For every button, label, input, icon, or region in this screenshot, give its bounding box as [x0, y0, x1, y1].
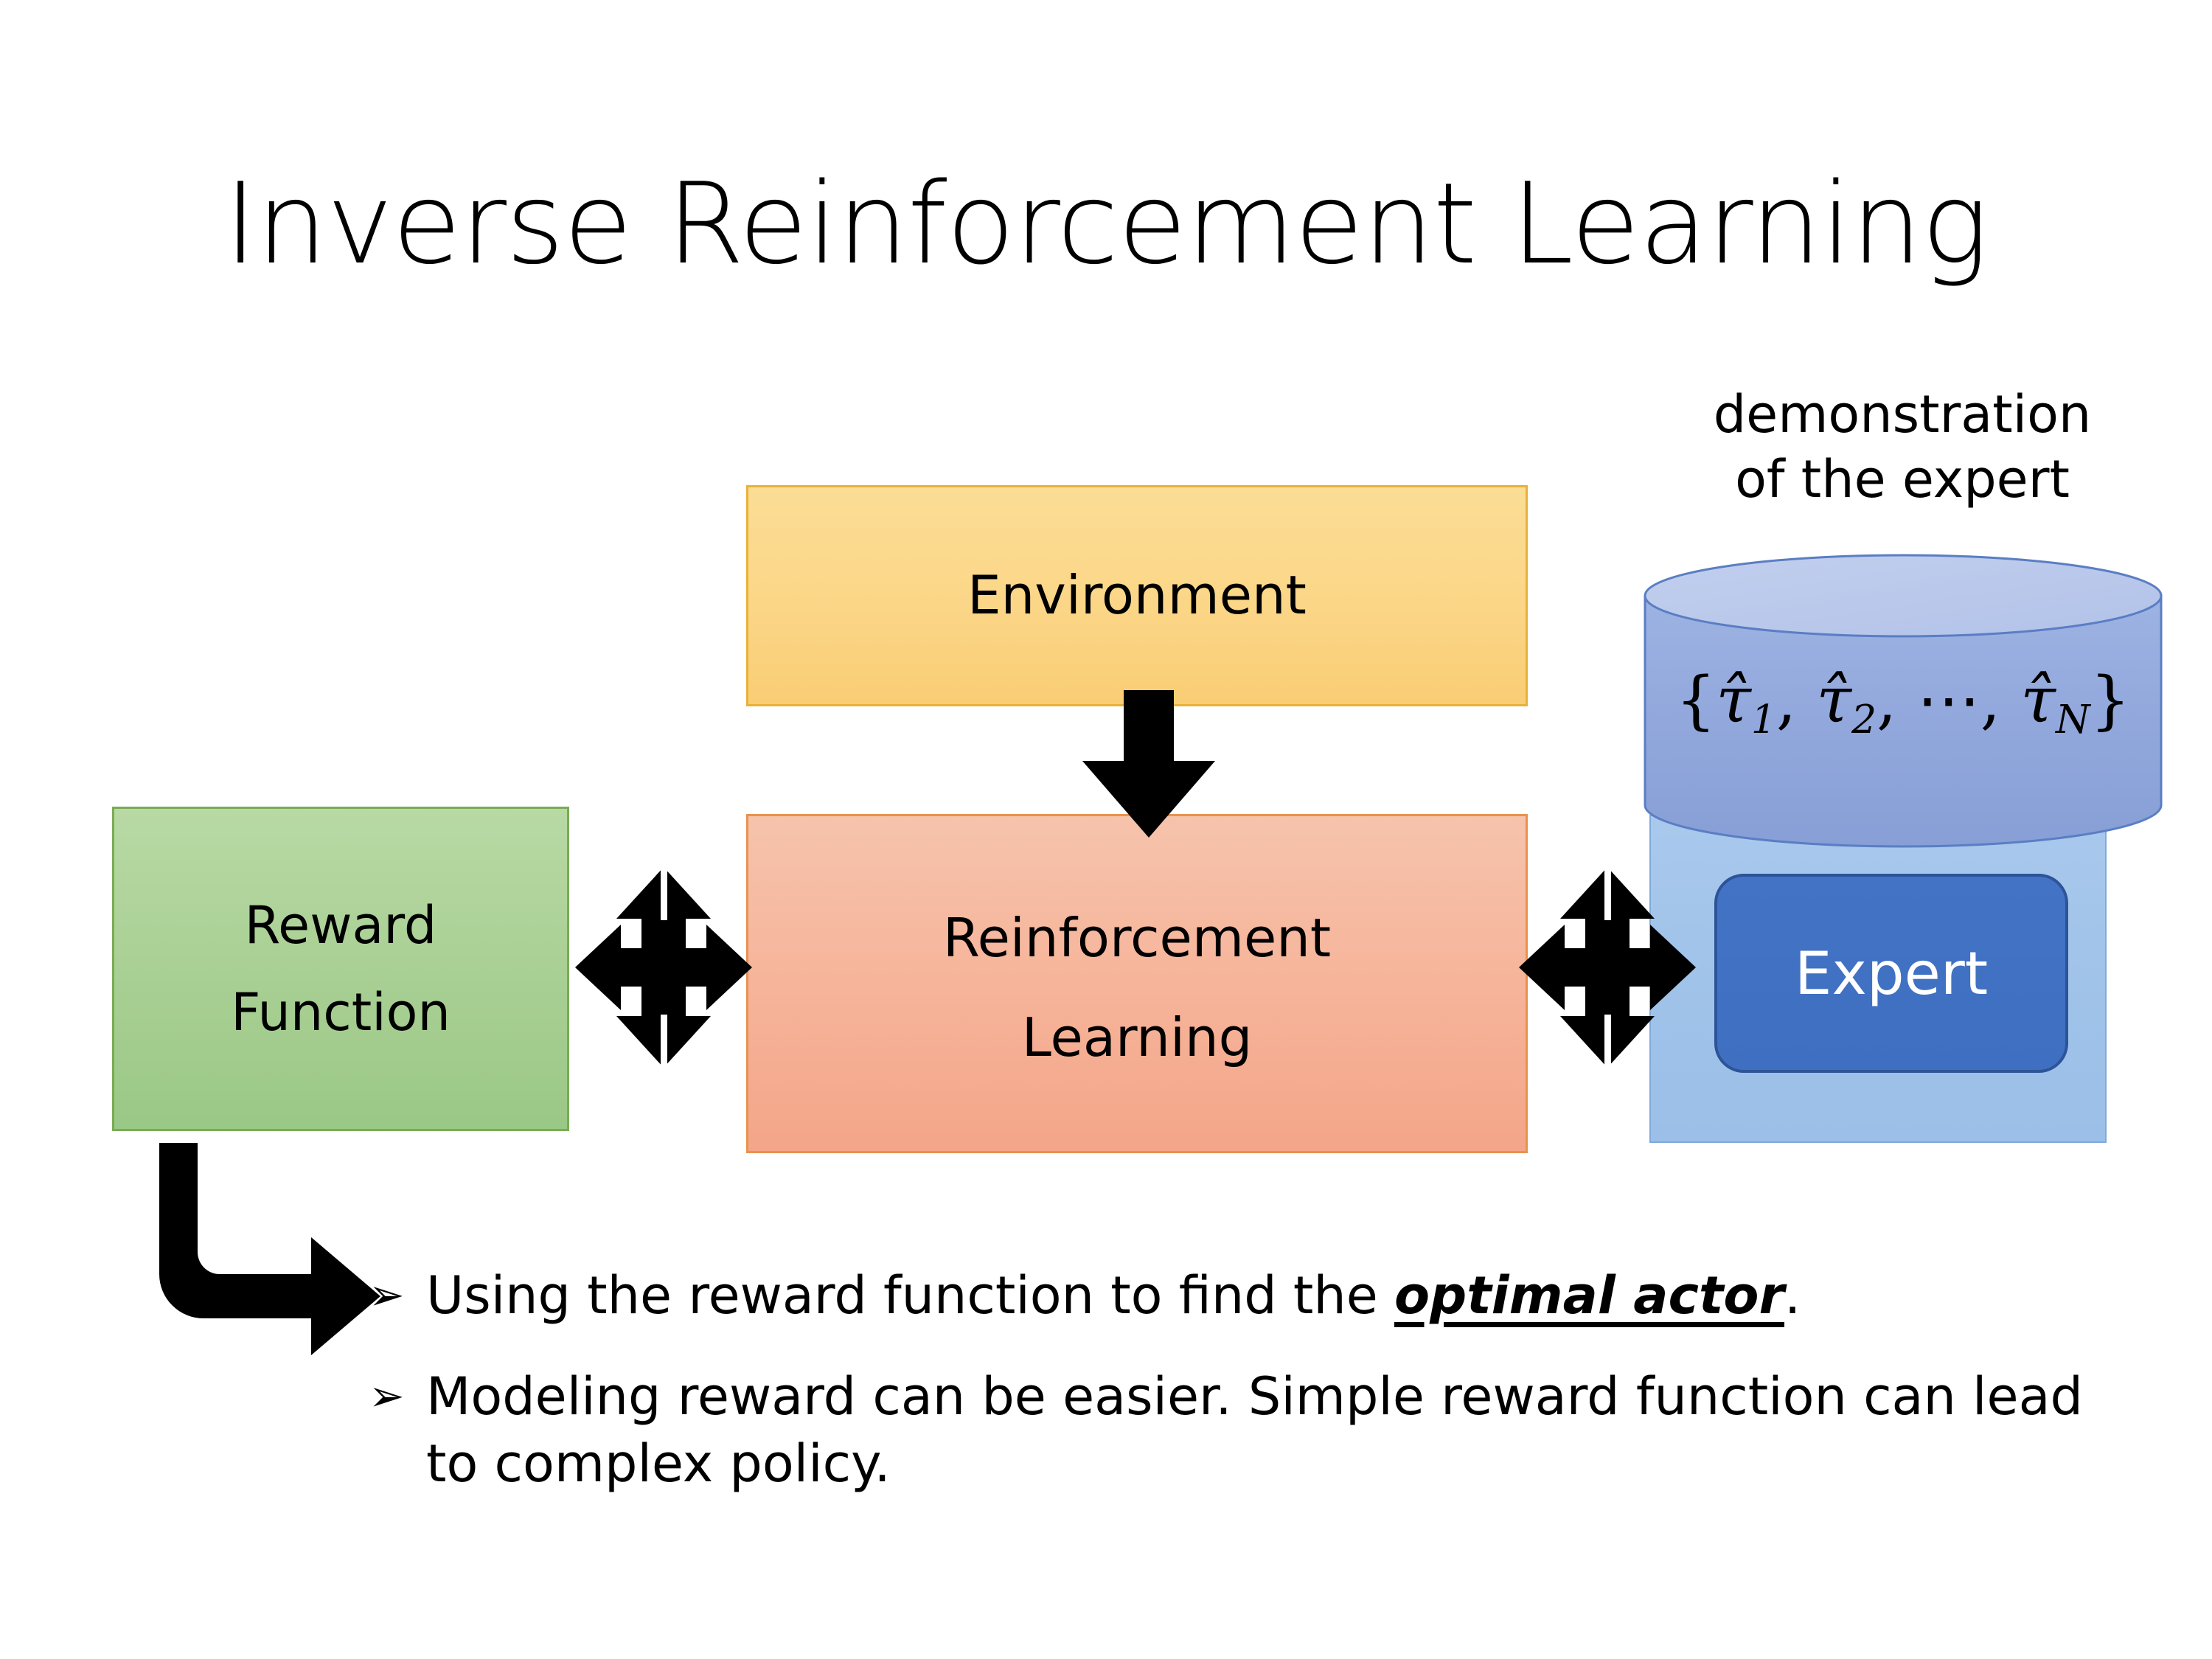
reward-function-label-line1: Reward: [244, 894, 437, 956]
reward-function-node[interactable]: Reward Function: [112, 807, 569, 1131]
demonstration-caption-line1: demonstration: [1713, 384, 2092, 445]
double-arrow-horizontal-icon: [575, 857, 752, 1078]
formula-tau-2: τ̂2: [1816, 664, 1877, 742]
environment-node[interactable]: Environment: [746, 485, 1528, 706]
page-title: Inverse Reinforcement Learning: [223, 159, 1989, 289]
expert-label: Expert: [1794, 939, 1989, 1008]
formula-comma-2: ,: [1877, 664, 1917, 737]
list-item: ➢ Using the reward function to find the …: [369, 1262, 2087, 1329]
bullet-text: Using the reward function to find the op…: [426, 1262, 2087, 1329]
formula-open-brace: {: [1675, 664, 1717, 737]
trajectory-set-formula: {τ̂1, τ̂2, ⋯, τ̂N}: [1643, 664, 2163, 742]
bullet-text-before: Modeling reward can be easier. Simple re…: [426, 1366, 2083, 1494]
bullet-text: Modeling reward can be easier. Simple re…: [426, 1363, 2087, 1498]
formula-comma-1: ,: [1775, 664, 1817, 737]
bullet-text-after: .: [1784, 1265, 1801, 1326]
arrow-down-icon: [1082, 690, 1215, 838]
formula-tau-1: τ̂1: [1716, 664, 1776, 742]
formula-close-brace: }: [2090, 664, 2131, 737]
formula-ellipsis: ⋯: [1916, 664, 1980, 737]
bullet-text-before: Using the reward function to find the: [426, 1265, 1395, 1326]
list-item: ➢ Modeling reward can be easier. Simple …: [369, 1363, 2087, 1498]
bullet-emphasis: optimal actor: [1394, 1265, 1785, 1326]
formula-comma-3: ,: [1980, 664, 2021, 737]
reinforcement-learning-label-line1: Reinforcement: [942, 906, 1332, 969]
bullet-list: ➢ Using the reward function to find the …: [369, 1262, 2087, 1498]
environment-label: Environment: [967, 564, 1307, 627]
bullet-arrow-icon: ➢: [369, 1371, 405, 1421]
reinforcement-learning-node[interactable]: Reinforcement Learning: [746, 814, 1528, 1153]
demonstration-caption: demonstration of the expert: [1622, 382, 2183, 512]
reinforcement-learning-label-line2: Learning: [1021, 1006, 1253, 1068]
bent-arrow-right-icon: [159, 1143, 439, 1386]
formula-tau-n: τ̂N: [2020, 664, 2090, 742]
bullet-arrow-icon: ➢: [369, 1270, 405, 1320]
expert-node[interactable]: Expert: [1714, 874, 2068, 1073]
double-arrow-horizontal-icon: [1519, 857, 1696, 1078]
demonstration-caption-line2: of the expert: [1735, 449, 2070, 510]
demonstration-store-cylinder: [1643, 553, 2163, 848]
reward-function-label-line2: Function: [231, 982, 451, 1043]
